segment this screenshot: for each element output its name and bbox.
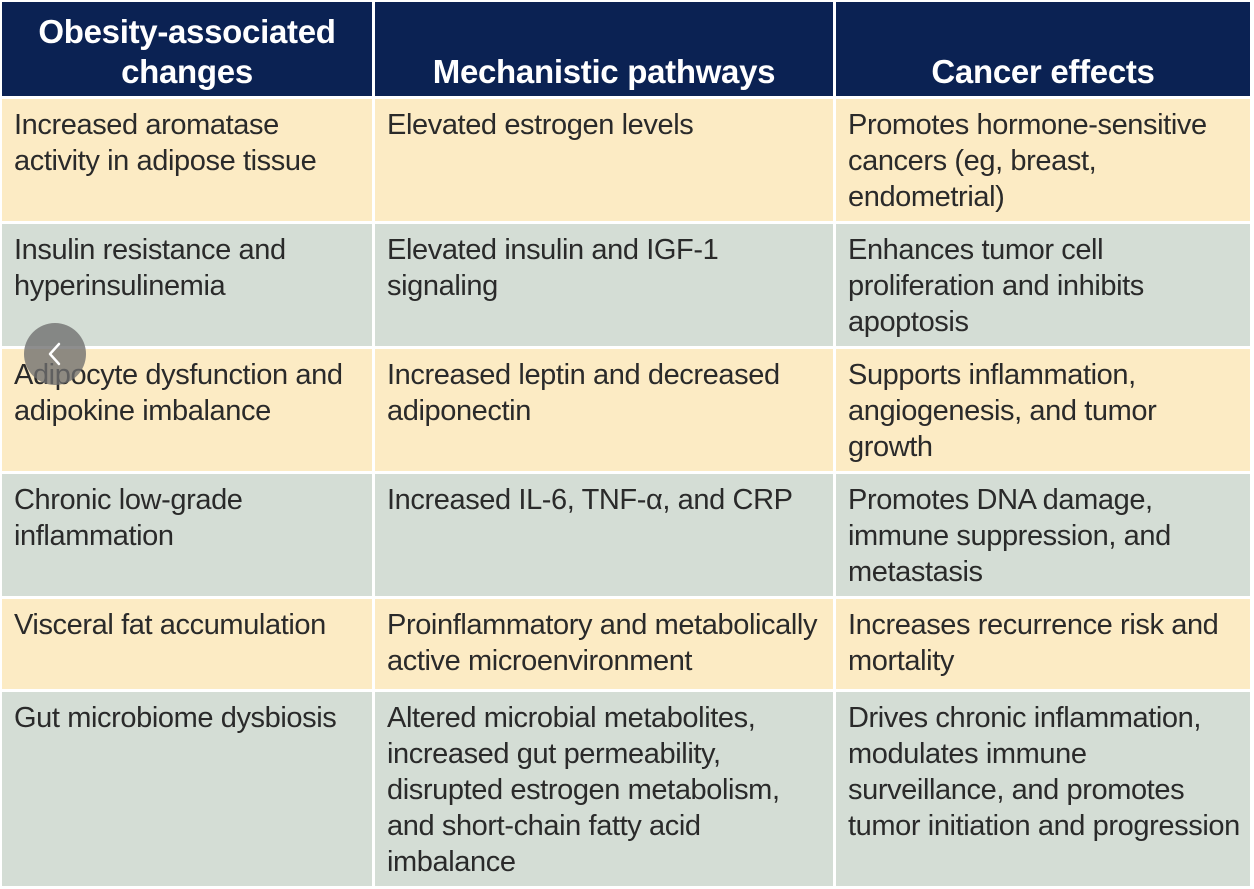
table-row: Visceral fat accumulation Proinflammator… [2,599,1250,689]
table-cell: Proinflammatory and metabolically active… [375,599,833,689]
column-header: Cancer effects [836,2,1250,96]
table-cell: Chronic low-grade inflammation [2,474,372,596]
table-cell: Promotes hormone-sensitive cancers (eg, … [836,99,1250,221]
table-cell: Altered microbial metabolites, increased… [375,692,833,886]
chevron-left-icon [48,342,61,366]
carousel-prev-button[interactable] [24,323,86,385]
table-cell: Increased aromatase activity in adipose … [2,99,372,221]
header-row: Obesity-associated changes Mechanistic p… [2,2,1250,96]
table-row: Increased aromatase activity in adipose … [2,99,1250,221]
table-cell: Enhances tumor cell proliferation and in… [836,224,1250,346]
column-header: Mechanistic pathways [375,2,833,96]
column-header: Obesity-associated changes [2,2,372,96]
table-row: Adipocyte dysfunction and adipokine imba… [2,349,1250,471]
table-cell: Increases recurrence risk and mortality [836,599,1250,689]
table-cell: Supports inflammation, angiogenesis, and… [836,349,1250,471]
table-cell: Elevated estrogen levels [375,99,833,221]
table-cell: Gut microbiome dysbiosis [2,692,372,886]
table-cell: Elevated insulin and IGF-1 signaling [375,224,833,346]
table-row: Insulin resistance and hyperinsulinemia … [2,224,1250,346]
table-row: Gut microbiome dysbiosis Altered microbi… [2,692,1250,886]
table-row: Chronic low-grade inflammation Increased… [2,474,1250,596]
table-cell: Visceral fat accumulation [2,599,372,689]
table-cell: Drives chronic inflammation, modulates i… [836,692,1250,886]
table-cell: Promotes DNA damage, immune suppression,… [836,474,1250,596]
table-cell: Increased leptin and decreased adiponect… [375,349,833,471]
table-cell: Increased IL-6, TNF-α, and CRP [375,474,833,596]
